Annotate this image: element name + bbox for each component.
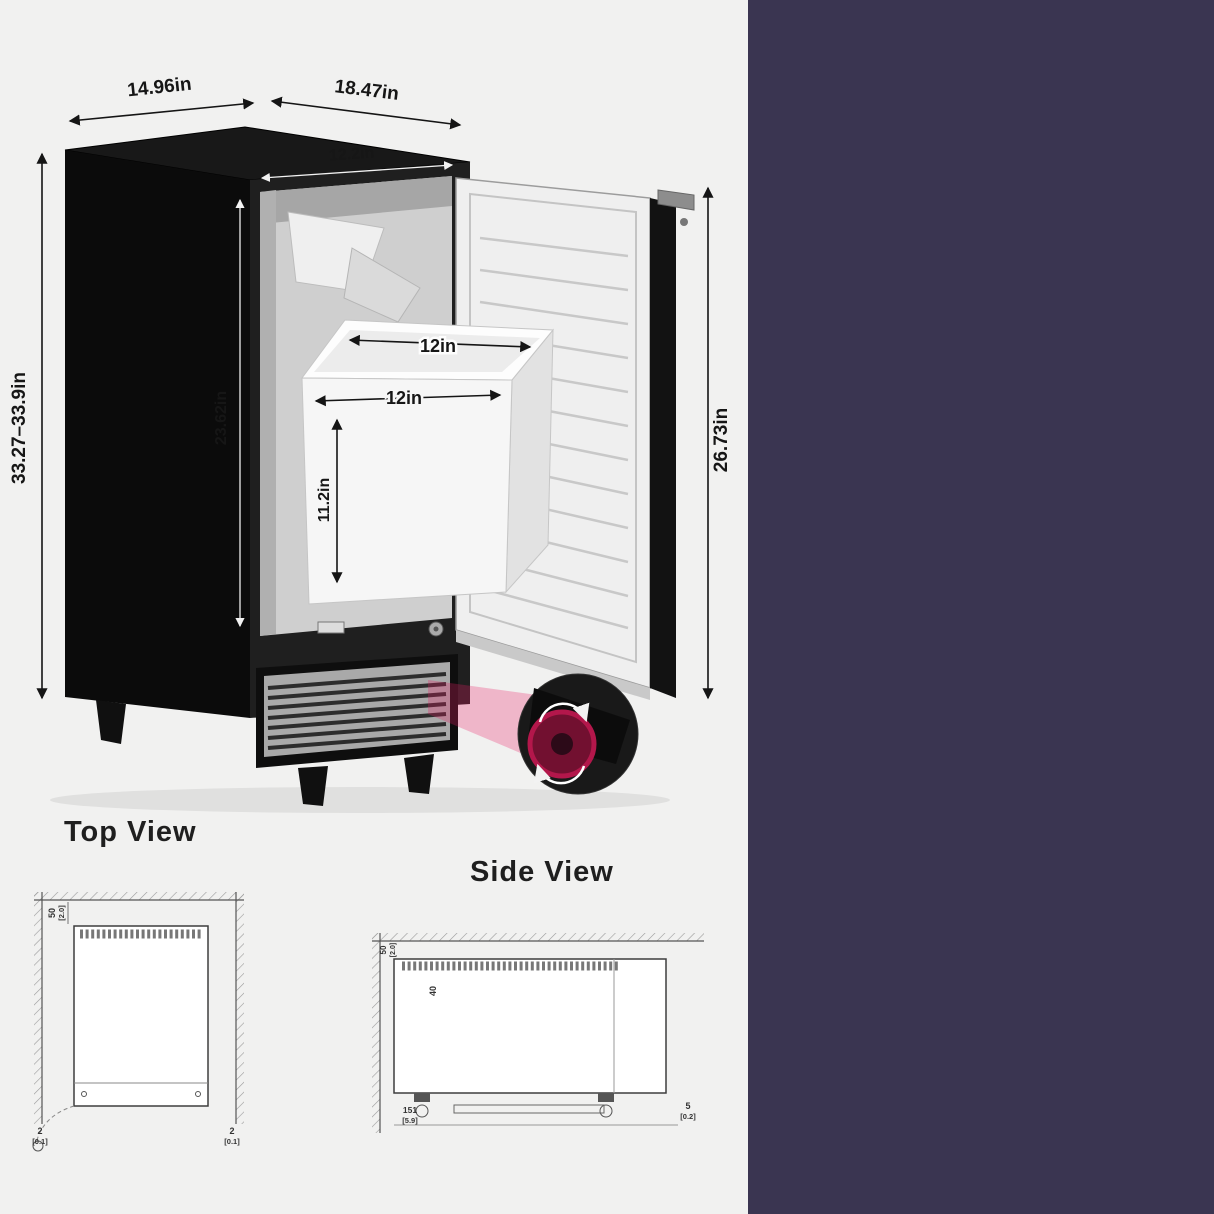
top-view-drawing: 50 [2.0] 2 [0.1] 2 [0.1] [32,892,244,1152]
dim-depth-top: 14.96in [126,74,192,102]
sv-base-dim: 151 [403,1105,417,1115]
ice-maker-diagram: 14.96in 18.47in 12.2in 33.27–33.9in 26.7… [9,74,732,813]
tv-gap-top-in: [2.0] [57,905,66,921]
base-grille [96,621,458,806]
side-view-drawing: 50 [2.0] 40 151 [5.9] 5 [0.2] [372,933,704,1133]
ice-bin-3d [301,319,555,605]
dim-width-top: 18.47in [333,76,400,105]
dim-bin-height: 11.2in [316,478,333,522]
sv-gap-top: 50 [379,945,388,954]
tv-gap-left-in: [0.1] [32,1137,48,1146]
side-view-title: Side View [470,856,614,888]
tv-gap-right-in: [0.1] [224,1137,240,1146]
product-dimensions-panel: 14.96in 18.47in 12.2in 33.27–33.9in 26.7… [9,73,732,1152]
tv-gap-left: 2 [37,1126,42,1136]
tv-gap-top: 50 [47,908,57,918]
sv-base-dim-in: [5.9] [402,1116,418,1125]
dim-interior-height: 23.62in [213,391,230,445]
sv-depth-dim: 40 [428,986,438,996]
top-view-title: Top View [64,816,197,848]
fan-magnifier [428,673,639,795]
sv-gap-top-in: [2.0] [390,943,397,957]
accessories-panel: ACCESSORLESINCLUDED Water outlet hose [748,0,1214,1214]
dimension-annotations: 14.96in 18.47in 12.2in 33.27–33.9in 26.7… [9,74,732,700]
dim-door-height: 26.73in [711,408,732,472]
tv-gap-right: 2 [229,1126,234,1136]
sv-gap-right: 5 [685,1101,690,1111]
dim-bin-depth: 12in [420,336,456,356]
grille-louvers [267,672,447,750]
sv-gap-right-in: [0.2] [680,1112,696,1121]
dim-opening-width: 12.2in [328,144,374,164]
dim-height-range: 33.27–33.9in [9,372,30,484]
dim-bin-width: 12in [386,388,422,408]
